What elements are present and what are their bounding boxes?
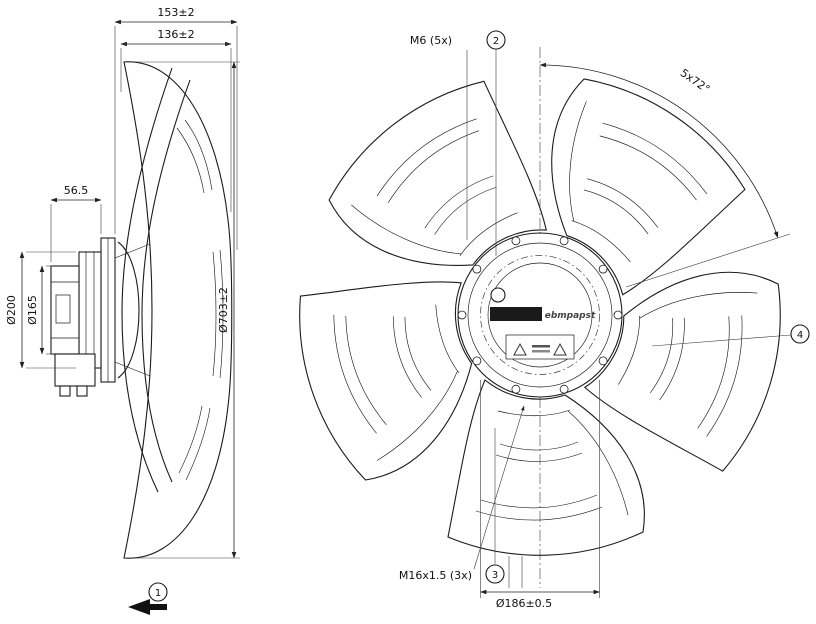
- warning-triangle-icon: [553, 342, 567, 356]
- motor-body: [78, 251, 102, 369]
- blade-slot-line: [185, 407, 211, 481]
- dim-motor-depth: 56.5: [50, 184, 102, 262]
- dim-flange-diameter-label: Ø165: [26, 295, 39, 325]
- near-blade-edge: [121, 67, 173, 493]
- hub-hole: [490, 287, 506, 303]
- front-view: ebmpapst: [282, 58, 802, 556]
- rotor-edge: [487, 262, 593, 368]
- cable-gland: [59, 385, 71, 397]
- dim-fan-diameter-label: Ø703±2: [217, 287, 230, 333]
- rotor-bell-edge: [117, 241, 140, 379]
- hub: ebmpapst: [457, 232, 623, 398]
- label-text-lines: [532, 350, 550, 353]
- hub-logo: ebmpapst: [545, 311, 596, 321]
- nameplate-bar: [490, 307, 542, 321]
- thread-callout-m16: M16x1.5 (3x): [399, 405, 525, 582]
- callout-4-label: 4: [797, 330, 803, 341]
- hub-ring: [467, 242, 613, 388]
- blade-slot-line: [184, 119, 213, 191]
- dim-depth-total: 153±2: [114, 6, 238, 250]
- dim-motor-diameter-label: Ø200: [5, 295, 18, 325]
- thread-callout-m6-label: M6 (5x): [410, 34, 452, 47]
- thread-callout-m16-label: M16x1.5 (3x): [399, 569, 472, 582]
- dim-depth-blade: 136±2: [120, 28, 232, 212]
- callout-1-badge: [148, 582, 168, 602]
- thread-callout-m6: M6 (5x): [410, 34, 468, 240]
- callout-3-label: 3: [492, 570, 498, 581]
- callout-2-badge: [486, 30, 506, 50]
- side-view: [50, 61, 233, 559]
- terminal-box: [54, 353, 96, 387]
- dim-depth-blade-label: 136±2: [157, 28, 194, 41]
- bolt-holes: [457, 236, 623, 394]
- airflow-direction-arrow-icon: [128, 599, 167, 615]
- callout-3-badge: [485, 564, 505, 584]
- dim-fan-diameter: Ø703±2: [130, 61, 240, 559]
- blade-profile-outline: [123, 61, 233, 559]
- callout-1: 1: [128, 582, 168, 615]
- dim-depth-total-label: 153±2: [157, 6, 194, 19]
- dim-pitch-circle: Ø186±0.5: [480, 380, 600, 610]
- blade-pitch-angle-label: 5x72°: [678, 66, 713, 96]
- warning-label: [505, 334, 575, 360]
- label-text-lines: [532, 345, 550, 348]
- pitch-circle: [480, 255, 600, 375]
- dim-pitch-circle-label: Ø186±0.5: [496, 597, 552, 610]
- blade-slot-line: [178, 405, 203, 474]
- callout-3: 3: [485, 428, 505, 584]
- hub-strut: [114, 361, 151, 377]
- dim-motor-diameter: Ø200: [5, 251, 76, 369]
- blade-slot-line: [212, 251, 217, 377]
- callout-4: 4: [651, 324, 810, 347]
- warning-triangle-icon: [513, 342, 527, 356]
- rear-housing-panel: [55, 294, 71, 324]
- callout-2-label: 2: [493, 36, 499, 47]
- dim-motor-depth-label: 56.5: [64, 184, 89, 197]
- cable-gland: [76, 385, 88, 397]
- callout-4-badge: [790, 324, 810, 344]
- blade-slot-line: [219, 249, 224, 379]
- blade-slot-line: [176, 127, 205, 194]
- callout-1-label: 1: [155, 588, 161, 599]
- hub-strut: [114, 243, 151, 259]
- dim-flange-diameter: Ø165: [26, 265, 53, 355]
- callout-2: 2: [486, 30, 506, 256]
- near-blade-edge-2: [141, 79, 191, 483]
